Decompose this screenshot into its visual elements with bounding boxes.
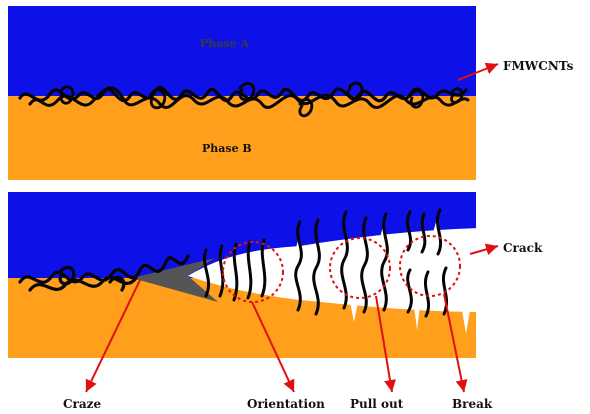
orientation-arrow — [251, 301, 295, 393]
craze-label: Craze — [63, 397, 102, 411]
bottom-panel — [8, 192, 499, 393]
crack-label: Crack — [503, 241, 543, 255]
pullout-arrow — [375, 295, 396, 393]
phase-a-region-top — [8, 6, 476, 96]
phase-a-label: Phase A — [200, 37, 249, 50]
fmwcnts-label: FMWCNTs — [503, 59, 574, 73]
nanotube-bundle-top-2 — [28, 86, 470, 109]
orientation-label: Orientation — [247, 397, 325, 411]
nanotube-bundle-bottom-left — [18, 254, 190, 292]
nanotube-broken — [405, 208, 449, 318]
break-circle — [399, 235, 461, 297]
pullout-circle — [329, 237, 391, 299]
break-label: Break — [452, 397, 493, 411]
nanotube-oriented — [203, 238, 267, 302]
top-panel — [8, 6, 499, 180]
break-arrow — [443, 293, 468, 393]
crack-arrow — [469, 243, 499, 256]
phase-b-region-top — [8, 96, 476, 180]
craze-wedge — [132, 258, 218, 302]
pull-out-label: Pull out — [350, 397, 404, 411]
fmwcnts-arrow — [457, 62, 499, 81]
orientation-circle — [222, 241, 284, 303]
phase-b-label: Phase B — [202, 142, 252, 155]
craze-arrow — [85, 279, 141, 393]
nanotube-loops-top — [58, 81, 464, 118]
nanotube-pulled — [294, 210, 389, 316]
